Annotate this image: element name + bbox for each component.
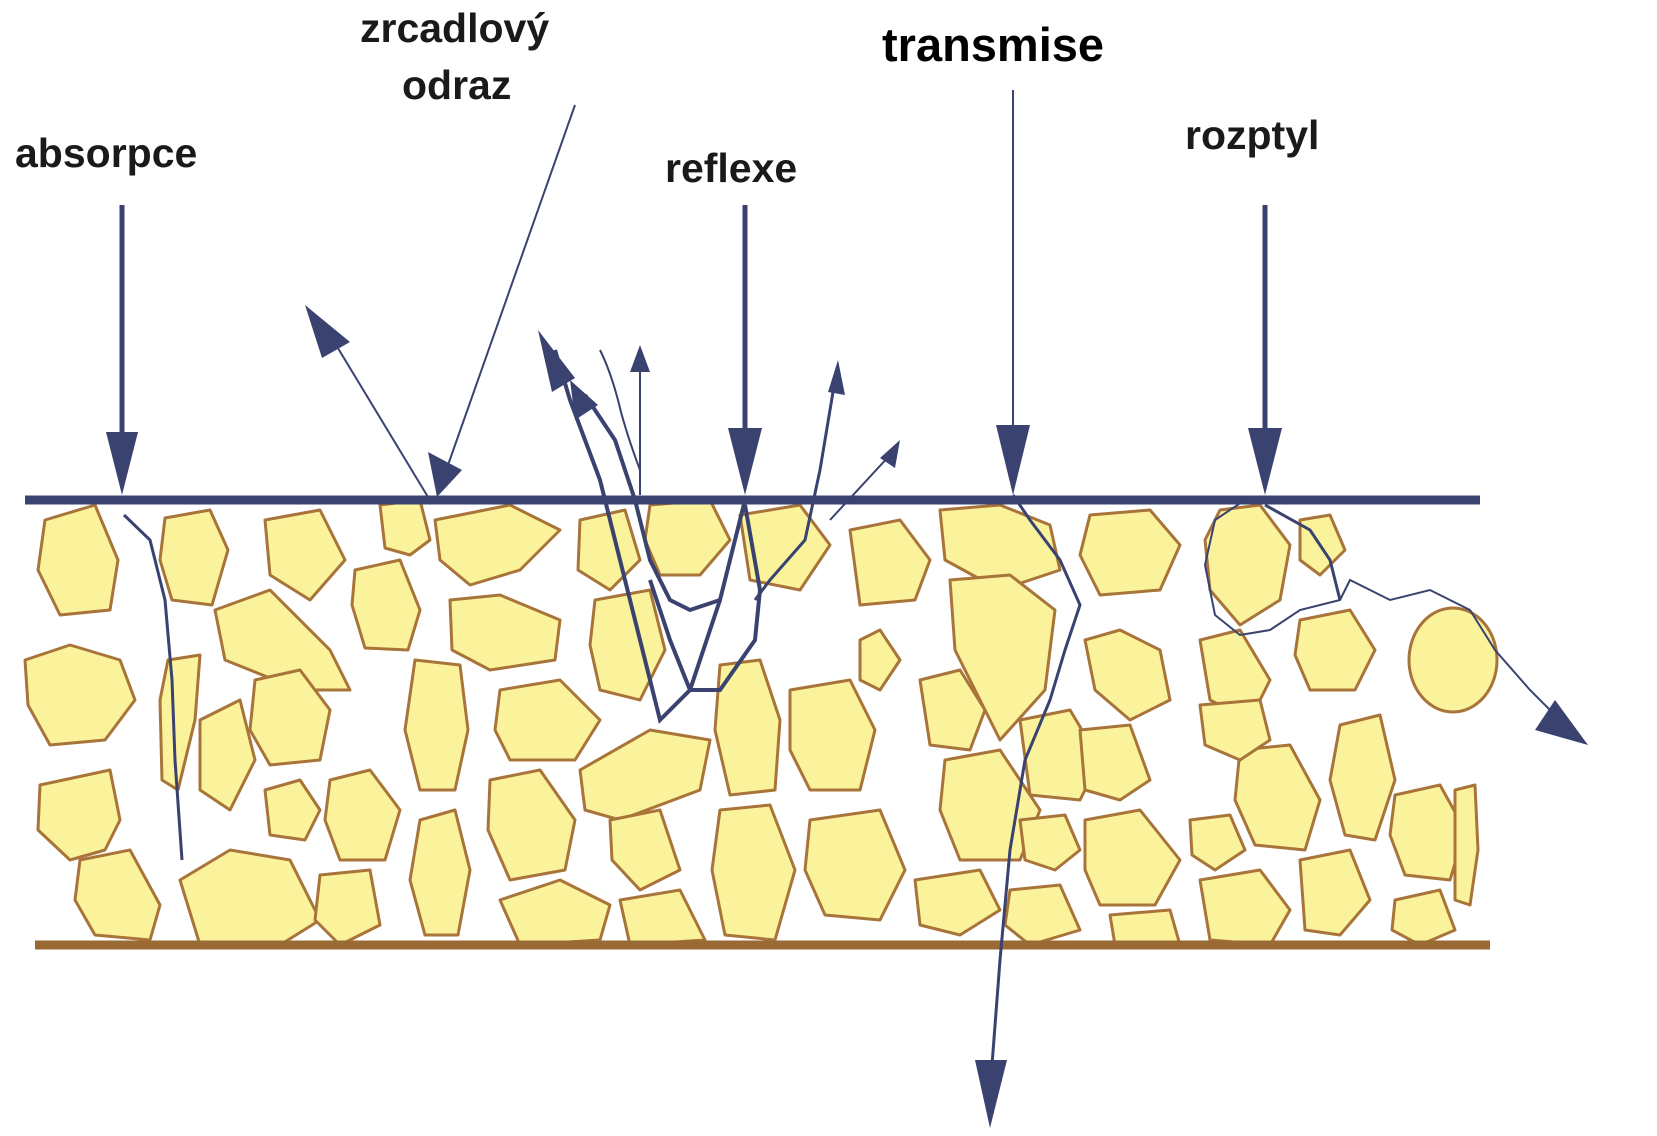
particle: [620, 890, 705, 945]
particle: [38, 505, 118, 615]
particle: [450, 595, 560, 670]
label-absorption: absorpce: [15, 130, 197, 177]
particle: [915, 870, 1000, 935]
particle: [1085, 630, 1170, 720]
transmission-arrowhead: [996, 425, 1030, 495]
particle: [435, 505, 560, 585]
particle: [1300, 515, 1345, 575]
particle: [1330, 715, 1395, 840]
particle: [1235, 745, 1320, 850]
particle: [580, 730, 710, 820]
reflection-scatter-arrowhead: [828, 360, 845, 395]
particle: [75, 850, 160, 940]
particle: [265, 510, 345, 600]
particle: [645, 500, 730, 575]
scattering-arrowhead: [1248, 428, 1282, 495]
particle: [1392, 890, 1455, 945]
particle: [1455, 785, 1478, 905]
particle: [712, 805, 795, 940]
particle: [200, 700, 255, 810]
particle: [1205, 505, 1290, 625]
particle: [265, 780, 320, 840]
particle: [315, 870, 380, 945]
particle: [495, 680, 600, 760]
particle: [410, 810, 470, 935]
particle: [1020, 815, 1080, 870]
particle: [1409, 608, 1497, 712]
particle: [380, 500, 430, 555]
particle: [1085, 810, 1180, 905]
particle: [1300, 850, 1370, 935]
reflection-scatter-arrowhead: [630, 345, 650, 372]
particle: [180, 850, 320, 945]
transmission-exit-arrowhead: [975, 1060, 1007, 1128]
label-scattering: rozptyl: [1185, 112, 1319, 159]
particle: [325, 770, 400, 860]
label-specular-line2: odraz: [402, 62, 511, 109]
reflection-scatter-arrowhead: [538, 330, 575, 392]
particle: [1110, 910, 1180, 945]
specular-reflected-ray: [330, 335, 428, 497]
particle: [488, 770, 575, 880]
label-reflection: reflexe: [665, 145, 797, 192]
particle: [25, 645, 135, 745]
particle: [860, 630, 900, 690]
label-specular-line1: zrcadlový: [360, 5, 549, 52]
particle: [160, 510, 228, 605]
scattering-exit-arrowhead: [1535, 700, 1588, 745]
particle-layer: [25, 500, 1497, 945]
particle: [38, 770, 120, 860]
particle: [790, 680, 875, 790]
particle: [1080, 725, 1150, 800]
particle: [1005, 885, 1080, 945]
reflection-arrowhead: [728, 428, 762, 495]
particle: [405, 660, 468, 790]
particle: [160, 655, 200, 790]
particle: [590, 590, 665, 700]
specular-incident-ray: [448, 105, 575, 465]
particle: [1190, 815, 1245, 870]
specular-arrowhead: [428, 452, 462, 497]
particle: [1295, 610, 1375, 690]
particle: [610, 810, 680, 890]
particle: [1080, 510, 1180, 595]
particle: [352, 560, 420, 650]
particle: [850, 520, 930, 605]
particle: [1200, 870, 1290, 945]
absorption-arrowhead: [106, 432, 138, 495]
label-transmission: transmise: [882, 18, 1104, 72]
specular-reflected-arrowhead: [305, 305, 350, 358]
particle: [805, 810, 905, 920]
particle: [500, 880, 610, 945]
ray-layer: [106, 90, 1588, 1128]
reflection-ray: [830, 455, 890, 520]
